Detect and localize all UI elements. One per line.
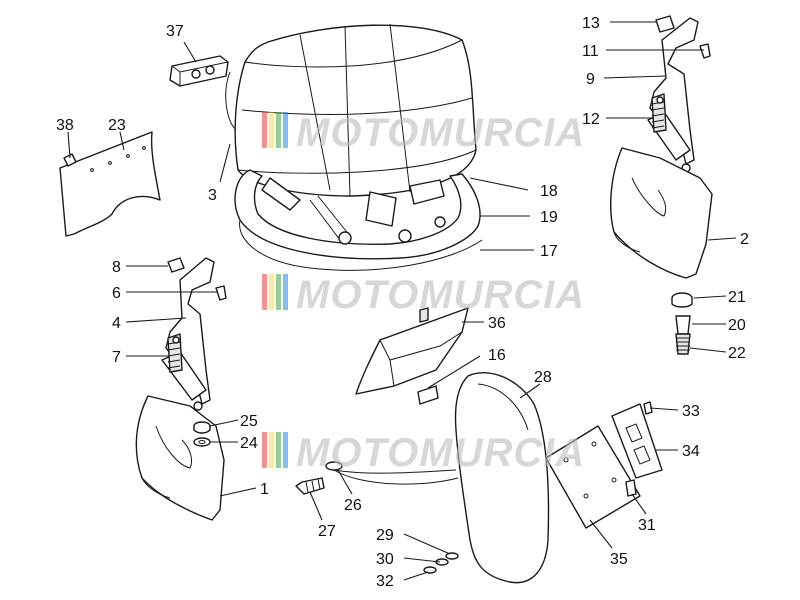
parts-25-24 <box>193 421 211 447</box>
callout-26: 26 <box>344 497 362 514</box>
callout-31: 31 <box>638 517 656 534</box>
right-hinge <box>647 15 711 173</box>
part-1-panel <box>135 395 225 521</box>
callout-17: 17 <box>540 243 558 260</box>
callout-12: 12 <box>582 111 600 128</box>
callout-30: 30 <box>376 551 394 568</box>
part-31-screw <box>625 479 637 497</box>
part-33-screw <box>643 401 653 415</box>
callout-7: 7 <box>112 349 121 366</box>
callout-38: 38 <box>56 117 74 134</box>
watermark-top: MOTOMURCIA <box>262 111 585 155</box>
top-case <box>225 23 477 197</box>
callout-8: 8 <box>112 259 121 276</box>
leader-lines <box>67 21 737 581</box>
callout-labels: 37 38 23 3 13 11 9 12 18 19 17 2 8 6 4 7… <box>56 15 749 590</box>
callout-23: 23 <box>108 117 126 134</box>
callout-9: 9 <box>586 71 595 88</box>
watermark-bottom: MOTOMURCIA <box>262 431 585 475</box>
callout-1: 1 <box>260 481 269 498</box>
left-hinge <box>161 257 227 411</box>
part-2-panel <box>610 147 713 279</box>
svg-text:MOTOMURCIA: MOTOMURCIA <box>296 273 585 317</box>
callout-35: 35 <box>610 551 628 568</box>
callout-25: 25 <box>240 413 258 430</box>
parts-21-20-22 <box>671 292 693 355</box>
callout-33: 33 <box>682 403 700 420</box>
callout-3: 3 <box>208 187 217 204</box>
watermark-middle: MOTOMURCIA <box>262 273 585 317</box>
callout-28: 28 <box>534 369 552 386</box>
callout-29: 29 <box>376 527 394 544</box>
callout-37: 37 <box>166 23 184 40</box>
callout-11: 11 <box>582 43 599 60</box>
callout-32: 32 <box>376 573 394 590</box>
part-36-cover <box>355 307 469 405</box>
callout-18: 18 <box>540 183 558 200</box>
callout-21: 21 <box>728 289 746 306</box>
parts-29-30-32 <box>423 552 459 574</box>
callout-16: 16 <box>488 347 506 364</box>
part-28-mudguard <box>333 372 550 584</box>
part-34-bracket <box>611 403 663 479</box>
callout-22: 22 <box>728 345 746 362</box>
callout-36: 36 <box>488 315 506 332</box>
parts-26-27 <box>295 461 343 495</box>
callout-20: 20 <box>728 317 746 334</box>
callout-19: 19 <box>540 209 558 226</box>
callout-34: 34 <box>682 443 700 460</box>
callout-6: 6 <box>112 285 121 302</box>
svg-text:MOTOMURCIA: MOTOMURCIA <box>296 431 585 475</box>
rear-rack <box>234 169 483 271</box>
callout-24: 24 <box>240 435 258 452</box>
callout-13: 13 <box>582 15 600 32</box>
callout-27: 27 <box>318 523 336 540</box>
part-37-bracket <box>169 55 229 87</box>
callout-2: 2 <box>740 231 749 248</box>
part-35-plate <box>545 425 641 529</box>
part-23-panel <box>59 131 161 237</box>
callout-4: 4 <box>112 315 121 332</box>
svg-text:MOTOMURCIA: MOTOMURCIA <box>296 111 585 155</box>
